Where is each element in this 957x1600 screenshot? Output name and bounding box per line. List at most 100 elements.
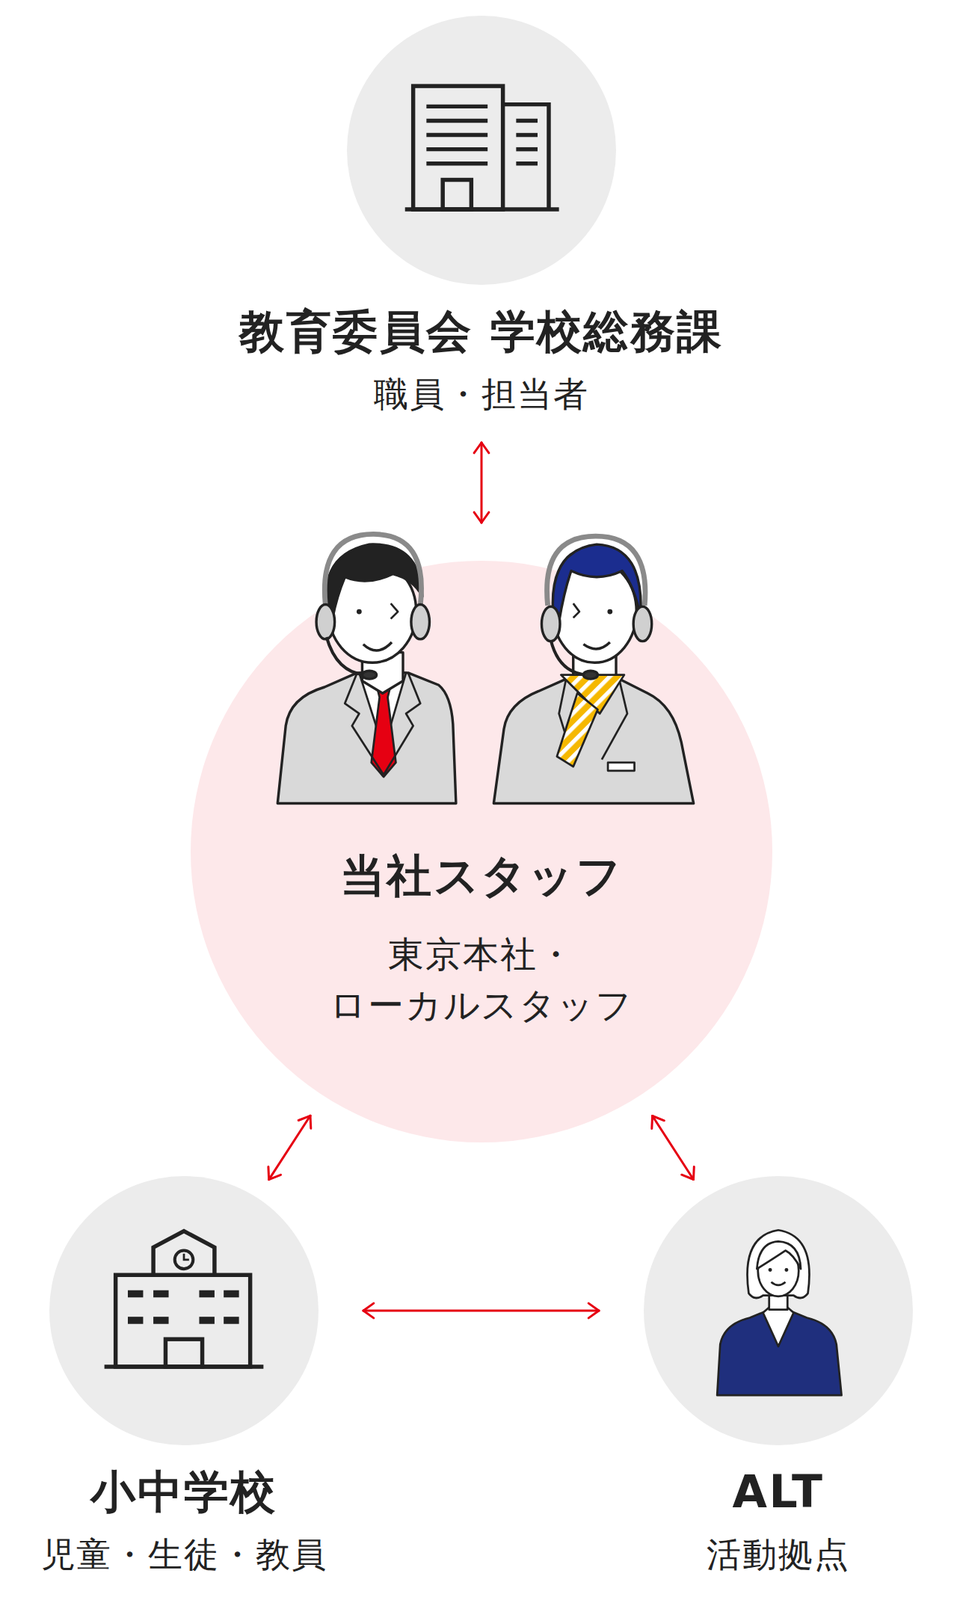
male-staff [277, 533, 457, 803]
arrow-head [269, 1174, 282, 1180]
connector [651, 1116, 695, 1180]
office-building-icon-part [426, 118, 488, 123]
connector-line [363, 1309, 599, 1313]
male-staff-part [411, 604, 430, 640]
office-building-icon-part [426, 161, 488, 166]
female-staff-part [583, 670, 598, 679]
school-icon-part [174, 1250, 194, 1270]
node-heading: 小中学校 [4, 1464, 364, 1519]
school-windows-part [127, 1316, 143, 1325]
alt-person-icon-part [770, 1282, 786, 1286]
node-subtext: 活動拠点 [598, 1531, 957, 1577]
male-staff-part [391, 603, 399, 619]
school-icon-part [165, 1339, 202, 1367]
school-windows-part [153, 1316, 169, 1325]
connector-line [269, 1115, 311, 1180]
female-staff-part [573, 603, 580, 618]
female-staff-part [607, 609, 613, 615]
female-staff-part [547, 536, 646, 606]
arrow-head [266, 1167, 270, 1180]
arrow-head [588, 1310, 599, 1319]
school-windows-part [127, 1290, 143, 1298]
alt-person-icon-part [768, 1268, 773, 1272]
node-subtext: 東京本社・ ローカルスタッフ [272, 928, 691, 1031]
connector [268, 1115, 312, 1180]
male-staff-part [277, 672, 457, 804]
female-staff-part [583, 642, 610, 649]
school-icon [49, 1176, 319, 1446]
office-building-icon-part [515, 161, 538, 166]
arrow-head [588, 1303, 599, 1311]
female-staff [493, 536, 694, 803]
office-building-icon-part [515, 133, 538, 137]
male-staff-part [316, 604, 335, 640]
office-building-icon-part [515, 147, 538, 152]
office-building-icon-part [426, 104, 488, 109]
school-windows-part [223, 1316, 239, 1325]
company-staff-circle: 当社スタッフ東京本社・ ローカルスタッフ [190, 560, 773, 1143]
office-building-icon-part [405, 207, 560, 211]
node-heading: ALT [598, 1464, 957, 1519]
female-staff-part [551, 639, 587, 675]
school-icon-part [153, 1231, 215, 1276]
node-subtext: 職員・担当者 [219, 371, 744, 417]
male-staff-part [324, 533, 421, 605]
office-building-icon [405, 85, 560, 210]
school-icon-part [183, 1253, 190, 1260]
staff-illustration [190, 530, 773, 811]
office-building-icon-part [413, 85, 504, 210]
arrow-head [481, 442, 489, 454]
arrow-head [681, 1174, 694, 1180]
icon-circle [643, 1176, 913, 1446]
office-building-icon-part [515, 118, 538, 123]
office-building-icon [346, 15, 617, 285]
party-node: 教育委員会 学校総務課職員・担当者 [219, 15, 744, 417]
school-icon [104, 1231, 264, 1367]
node-subtext: 児童・生徒・教員 [4, 1531, 364, 1577]
arrow-head [474, 442, 482, 454]
connector-line [652, 1116, 694, 1180]
arrow-head [363, 1303, 374, 1311]
arrow-head [692, 1167, 696, 1180]
arrow-head [652, 1116, 665, 1121]
male-staff-part [361, 670, 377, 679]
female-staff-part [607, 762, 635, 771]
arrow-head [309, 1115, 313, 1129]
arrow-head [650, 1116, 654, 1129]
alt-person-icon [643, 1176, 913, 1446]
school-windows [127, 1290, 240, 1325]
connector [474, 442, 489, 523]
party-node: 小中学校児童・生徒・教員 [4, 1176, 364, 1577]
school-icon-part [115, 1274, 251, 1367]
school-windows-part [198, 1316, 214, 1325]
icon-circle [49, 1176, 319, 1446]
school-windows-part [223, 1290, 239, 1298]
school-windows-part [198, 1290, 214, 1298]
female-staff-part [541, 606, 560, 641]
female-staff-part [557, 693, 599, 767]
male-staff-part [356, 609, 362, 615]
male-staff-part [363, 642, 392, 651]
arrow-head [481, 512, 489, 523]
alt-person-icon [717, 1229, 842, 1396]
school-windows-part [153, 1290, 169, 1298]
alt-person-icon-part [747, 1229, 810, 1298]
party-node: ALT 活動拠点 [598, 1176, 957, 1577]
arrow-head [474, 512, 482, 523]
connector-line [480, 442, 483, 523]
node-heading: 教育委員会 学校総務課 [219, 304, 744, 359]
office-building-icon-part [426, 133, 488, 137]
male-staff-part [326, 637, 366, 675]
node-heading: 当社スタッフ [219, 848, 744, 903]
arrow-head [298, 1115, 311, 1120]
alt-person-icon-part [784, 1268, 789, 1272]
female-staff-part [633, 606, 652, 641]
male-staff-part [325, 544, 423, 618]
icon-circle [346, 15, 617, 285]
female-staff-part [552, 544, 641, 623]
office-building-icon-part [426, 147, 488, 152]
alt-person-icon-part [763, 1305, 795, 1347]
arrow-head [363, 1310, 374, 1319]
office-building-icon-part [503, 104, 549, 210]
